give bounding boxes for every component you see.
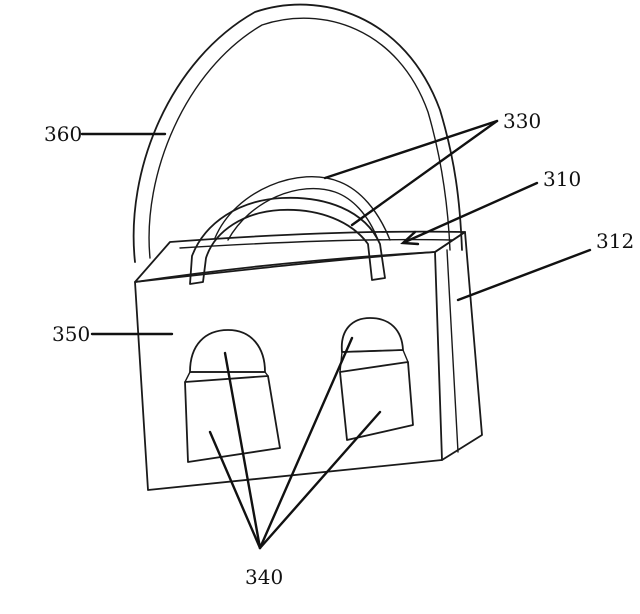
leader-330-a <box>323 119 499 180</box>
handles-rear <box>214 176 391 241</box>
label-312: 312 <box>596 229 634 253</box>
reference-numerals: 360 330 310 312 350 340 <box>44 109 634 589</box>
label-340: 340 <box>245 565 283 589</box>
label-360: 360 <box>44 122 82 146</box>
leader-340-b <box>208 430 262 550</box>
label-310: 310 <box>543 167 581 191</box>
leader-312 <box>456 248 592 302</box>
label-350: 350 <box>52 322 90 346</box>
bag-top-panel <box>134 230 466 283</box>
leader-330-b <box>350 119 499 227</box>
leader-310 <box>403 181 539 244</box>
bag-side-panel <box>434 231 483 461</box>
leader-340-c <box>258 336 354 550</box>
pocket-right <box>339 317 414 441</box>
arrowhead-310 <box>400 230 420 246</box>
bag-front-panel <box>134 251 443 491</box>
leader-lines <box>80 119 592 550</box>
shoulder-strap <box>132 3 463 263</box>
leader-340-a <box>223 351 262 550</box>
handle-front <box>189 196 386 285</box>
leader-340-d <box>258 410 382 550</box>
label-330: 330 <box>503 109 541 133</box>
